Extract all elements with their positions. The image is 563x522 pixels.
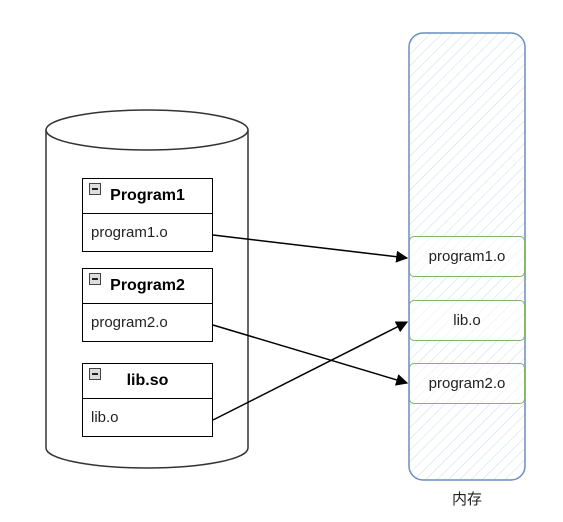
arrow-program2	[212, 324, 409, 386]
file-title: lib.so	[126, 372, 169, 389]
file-box-lib[interactable]: lib.so lib.o	[82, 363, 213, 437]
memory-segment-program2[interactable]: program2.o	[409, 363, 525, 404]
file-box-header: lib.so	[83, 364, 212, 399]
collapse-icon[interactable]	[89, 183, 101, 195]
file-box-program2[interactable]: Program2 program2.o	[82, 268, 213, 342]
file-object: program1.o	[91, 223, 168, 241]
memory-segment-lib[interactable]: lib.o	[409, 300, 525, 341]
memory-segment-program1[interactable]: program1.o	[409, 236, 525, 277]
memory-label: 内存	[451, 490, 482, 508]
collapse-icon[interactable]	[89, 368, 101, 380]
file-box-header: Program2	[83, 269, 212, 304]
arrow-program1	[212, 234, 409, 263]
collapse-icon[interactable]	[89, 273, 101, 285]
file-box-program1[interactable]: Program1 program1.o	[82, 178, 213, 252]
arrow-lib	[212, 321, 409, 421]
file-title: Program1	[110, 187, 185, 204]
file-object: program2.o	[91, 313, 168, 331]
file-box-header: Program1	[83, 179, 212, 214]
file-title: Program2	[110, 277, 185, 294]
file-object: lib.o	[91, 408, 119, 426]
